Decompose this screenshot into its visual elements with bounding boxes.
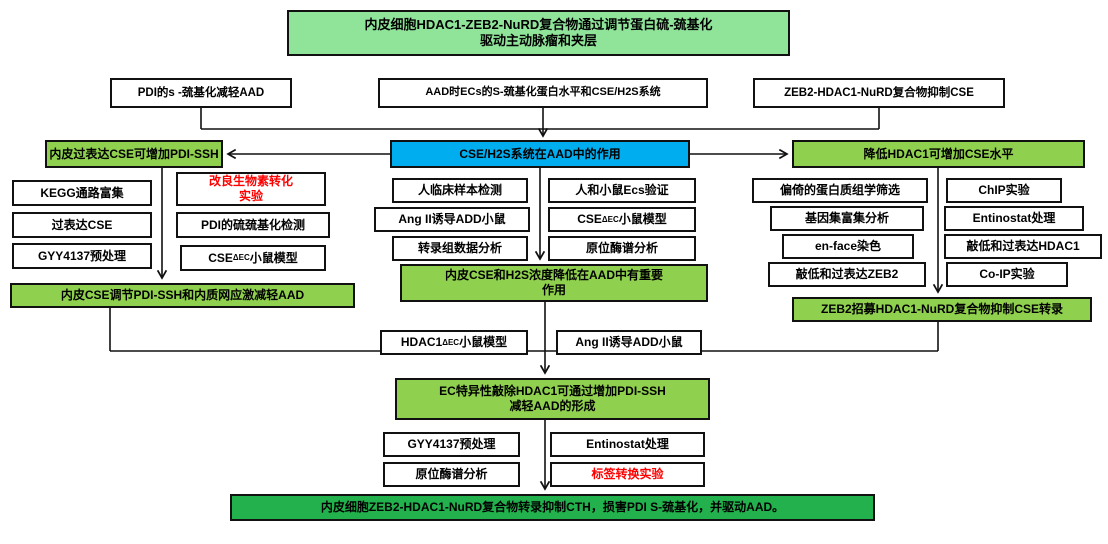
label-post: 小鼠模型 [459,335,508,349]
label-pre: CSE [208,250,233,265]
label-post: 小鼠模型 [249,250,298,265]
label: AAD时ECs的S-巯基化蛋白水平和CSE/H2S系统 [425,86,661,99]
label: en-face染色 [814,239,882,253]
method-gsea: 基因集富集分析 [770,206,924,231]
label: PDI的s -巯基化减轻AAD [137,86,265,99]
method-human-clinical: 人临床样本检测 [392,178,528,203]
label: 内皮过表达CSE可增加PDI-SSH [49,146,219,161]
label: 敲低和过表达HDAC1 [966,239,1080,253]
label: 人和小鼠Ecs验证 [575,183,669,197]
node-left-summary: 内皮CSE调节PDI-SSH和内质网应激减轻AAD [10,283,355,308]
label-line2: 实验 [238,189,263,203]
method-enface-staining: en-face染色 [782,234,914,259]
method-angii-add-mouse-2: Ang II诱导ADD小鼠 [556,330,702,355]
title-line1: 内皮细胞HDAC1-ZEB2-NuRD复合物通过调节蛋白硫-巯基化 [364,16,713,32]
label: 原位酶谱分析 [415,467,488,481]
label: 降低HDAC1可增加CSE水平 [863,146,1014,161]
node-evidence-pdi: PDI的s -巯基化减轻AAD [110,78,292,108]
label: Co-IP实验 [979,267,1035,281]
label-pre: HDAC1 [400,335,443,349]
label: PDI的硫巯基化检测 [200,217,305,232]
label: 转录组数据分析 [417,241,502,255]
label-sup: ΔEC [601,214,619,224]
label: KEGG通路富集 [40,185,124,200]
label-line2: 减轻AAD的形成 [509,399,596,413]
label: 内皮细胞ZEB2-HDAC1-NuRD复合物转录抑制CTH，损害PDI S-巯基… [320,500,785,514]
node-central-question: CSE/H2S系统在AAD中的作用 [390,140,690,168]
label: GYY4137预处理 [407,437,496,451]
method-kegg: KEGG通路富集 [12,180,152,206]
label: GYY4137预处理 [37,248,127,263]
label: ZEB2-HDAC1-NuRD复合物抑制CSE [784,86,974,99]
label-sup: ΔEC [232,253,250,262]
method-coip-assay: Co-IP实验 [946,262,1068,287]
label-pre: CSE [577,212,602,226]
method-zeb2-knockdown: 敲低和过表达ZEB2 [768,262,926,287]
method-overexpress-cse: 过表达CSE [12,212,152,238]
method-chip-assay: ChIP实验 [946,178,1062,203]
title-line2: 驱动主动脉瘤和夹层 [479,33,597,48]
label-line1: EC特异性敲除HDAC1可通过增加PDI-SSH [439,384,666,398]
method-insitu-zymography-2: 原位酶谱分析 [383,462,520,487]
label: 标签转换实验 [591,467,664,481]
label: Ang II诱导ADD小鼠 [398,212,506,226]
method-transcriptome: 转录组数据分析 [392,236,528,261]
label-line2: 作用 [541,283,566,297]
method-pdi-detect: PDI的硫巯基化检测 [176,212,330,238]
label: Entinostat处理 [972,211,1056,225]
node-evidence-aad: AAD时ECs的S-巯基化蛋白水平和CSE/H2S系统 [378,78,708,108]
label: 基因集富集分析 [804,211,889,225]
label-line1: 内皮CSE和H2S浓度降低在AAD中有重要 [444,268,664,282]
method-angii-add-mouse-1: Ang II诱导ADD小鼠 [374,207,530,232]
node-title: 内皮细胞HDAC1-ZEB2-NuRD复合物通过调节蛋白硫-巯基化 驱动主动脉瘤… [287,10,790,56]
label: 人临床样本检测 [417,183,502,197]
node-right-summary: ZEB2招募HDAC1-NuRD复合物抑制CSE转录 [792,297,1092,322]
label: ChIP实验 [978,183,1030,197]
label: 偏倚的蛋白质组学筛选 [779,183,900,197]
method-gyy-pretreat-1: GYY4137预处理 [12,243,152,269]
label: CSE/H2S系统在AAD中的作用 [459,146,621,161]
node-evidence-zeb2: ZEB2-HDAC1-NuRD复合物抑制CSE [753,78,1005,108]
label: ZEB2招募HDAC1-NuRD复合物抑制CSE转录 [820,302,1063,316]
node-center-summary: 内皮CSE和H2S浓度降低在AAD中有重要 作用 [400,264,708,302]
label: 过表达CSE [51,217,113,232]
label: 敲低和过表达ZEB2 [795,267,899,281]
node-ec-knockout-summary: EC特异性敲除HDAC1可通过增加PDI-SSH 减轻AAD的形成 [395,378,710,420]
method-insitu-zymography-1: 原位酶谱分析 [548,236,696,261]
label: Ang II诱导ADD小鼠 [575,335,683,349]
label-line1: 改良生物素转化 [208,174,293,188]
label: Entinostat处理 [586,437,669,451]
method-biotin-switch: 改良生物素转化 实验 [176,172,326,206]
method-human-mouse-ecs: 人和小鼠Ecs验证 [548,178,696,203]
label-post: 小鼠模型 [618,212,667,226]
method-hdac1-knockdown: 敲低和过表达HDAC1 [944,234,1102,259]
method-label-switch: 标签转换实验 [550,462,705,487]
method-entinostat-1: Entinostat处理 [944,206,1084,231]
method-gyy-pretreat-2: GYY4137预处理 [383,432,520,457]
label-sup: ΔEC [442,337,460,347]
label: 内皮CSE调节PDI-SSH和内质网应激减轻AAD [60,288,305,302]
node-left-finding: 内皮过表达CSE可增加PDI-SSH [45,140,223,168]
label: 原位酶谱分析 [585,241,658,255]
node-conclusion: 内皮细胞ZEB2-HDAC1-NuRD复合物转录抑制CTH，损害PDI S-巯基… [230,494,875,521]
method-entinostat-2: Entinostat处理 [550,432,705,457]
method-proteomics: 偏倚的蛋白质组学筛选 [752,178,928,203]
node-right-finding: 降低HDAC1可增加CSE水平 [792,140,1085,168]
